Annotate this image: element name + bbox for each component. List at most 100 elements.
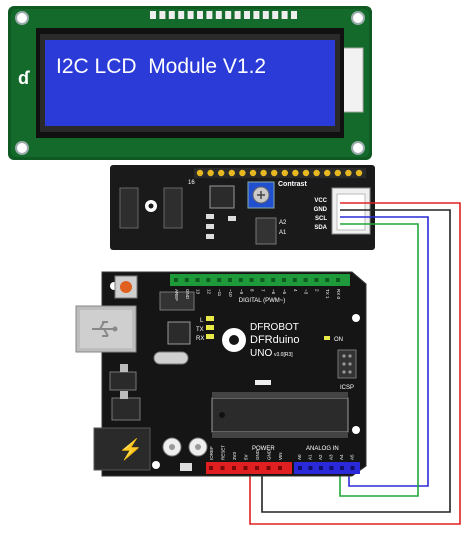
- brand-dfrobot: DFROBOT: [250, 322, 299, 333]
- header-pin: [253, 11, 260, 19]
- digital-pin-label: ~6: [271, 289, 276, 295]
- digital-pin-label: AREF: [174, 289, 179, 301]
- power-pin-label: IOREF: [209, 446, 214, 460]
- header-pin: [168, 11, 175, 19]
- digital-pin-label: 8: [250, 289, 255, 292]
- wires: [249, 202, 461, 525]
- mount-hole: [15, 141, 29, 155]
- digital-pin-label: ~11: [217, 289, 222, 297]
- header-pin: [206, 11, 213, 19]
- i2c-header-pins: [194, 168, 366, 178]
- header-pin: [234, 11, 241, 19]
- atmega-chip: [211, 397, 349, 433]
- backlight-strip: [342, 47, 364, 113]
- digital-header[interactable]: [170, 274, 350, 286]
- analog-label: ANALOG IN: [306, 446, 339, 452]
- led-on: [324, 336, 330, 340]
- addr-label-a2: A2: [279, 220, 287, 226]
- header-pin: [187, 11, 194, 19]
- header-pin: [249, 169, 257, 177]
- digital-pin-label: ~9: [239, 289, 244, 295]
- sda-wire: [339, 223, 419, 497]
- analog-pin-label: A5: [350, 454, 355, 460]
- analog-pin-label: A1: [308, 454, 313, 460]
- vcc-wire: [249, 202, 461, 525]
- power-pin-label: VIN: [278, 452, 283, 460]
- digital-pin-label: 7: [260, 289, 265, 292]
- header-pin: [324, 169, 331, 177]
- digital-pin-label: 12: [206, 289, 211, 295]
- analog-pin-label: A3: [329, 454, 334, 460]
- header-pin: [150, 11, 156, 19]
- crystal: [153, 351, 189, 365]
- power-pin-label: GND: [267, 449, 272, 460]
- header-pin: [345, 169, 352, 177]
- pin-label-vcc: VCC: [314, 198, 327, 204]
- icsp-header[interactable]: [337, 349, 357, 379]
- led-label-rx: RX: [196, 336, 204, 342]
- led-tx: [206, 325, 214, 330]
- digital-label: DIGITAL (PWM~): [239, 298, 286, 304]
- analog-header[interactable]: [294, 462, 360, 474]
- header-pin: [281, 169, 288, 177]
- header-pin: [239, 169, 246, 177]
- pin-label-scl: SCL: [315, 216, 327, 222]
- header-pin: [207, 169, 214, 177]
- lcd-board: ɗ I2C LCD Module V1.2: [8, 6, 372, 160]
- header-pin: [178, 11, 185, 19]
- lcd-screen: [45, 40, 335, 126]
- header-pin: [228, 169, 235, 177]
- pin-label-sda: SDA: [314, 225, 327, 231]
- led-l: [206, 316, 214, 321]
- power-pin-label: RESET: [221, 445, 226, 460]
- mount-hole: [351, 141, 365, 155]
- digital-pin-label: 4: [293, 289, 298, 292]
- icsp-label: ICSP: [340, 385, 354, 391]
- analog-pin-label: A4: [339, 454, 344, 460]
- pcf8574-chip: [209, 185, 235, 209]
- power-pin-label: 5V: [244, 454, 249, 460]
- scl-wire: [348, 216, 429, 487]
- usb-icon: [92, 321, 118, 337]
- lightning-icon: ⚡: [118, 437, 143, 461]
- header-pin: [218, 169, 225, 177]
- i2c-module: 16 Contrast A2 A1 VCC GND SCL SDA: [110, 165, 375, 250]
- lcd-text: I2C LCD Module V1.2: [56, 55, 266, 78]
- digital-pin-label: GND: [185, 289, 190, 300]
- header-pin: [196, 169, 204, 177]
- board-version: v3.0[R3]: [274, 352, 293, 358]
- header-pin: [197, 11, 203, 19]
- power-pin-labels: IOREF RESET 3V3 5V GND GND VIN: [209, 445, 283, 460]
- brand-dfrduino: DFRduino: [250, 334, 300, 346]
- gear-logo-icon: [145, 200, 157, 212]
- power-pin-label: GND: [255, 449, 260, 460]
- header-pin: [302, 169, 310, 177]
- header-pin: [225, 11, 232, 19]
- header-pin: [292, 169, 299, 177]
- header-pin: [215, 11, 222, 19]
- power-pin-label: 3V3: [232, 451, 237, 460]
- header-pin: [159, 11, 166, 19]
- i2c-board: [110, 165, 375, 250]
- header-pin: [281, 11, 288, 19]
- header-pin: [334, 169, 341, 177]
- digital-pin-label: TX 1: [325, 289, 330, 299]
- digital-pin-label: 13: [196, 289, 201, 295]
- header-pin: [262, 11, 269, 19]
- header-pin: [291, 11, 297, 19]
- led-rx: [206, 334, 214, 339]
- contrast-label: Contrast: [278, 181, 307, 188]
- pin-label-gnd: GND: [314, 207, 328, 213]
- digital-pin-label: 2: [314, 289, 319, 292]
- header-pin: [313, 169, 320, 177]
- header-pin: [271, 169, 278, 177]
- lcd-header-pins: [150, 11, 297, 19]
- analog-pin-label: A2: [318, 454, 323, 460]
- dc-power-jack[interactable]: [93, 427, 151, 471]
- power-header[interactable]: [206, 462, 292, 474]
- digital-pin-label: ~10: [228, 289, 233, 297]
